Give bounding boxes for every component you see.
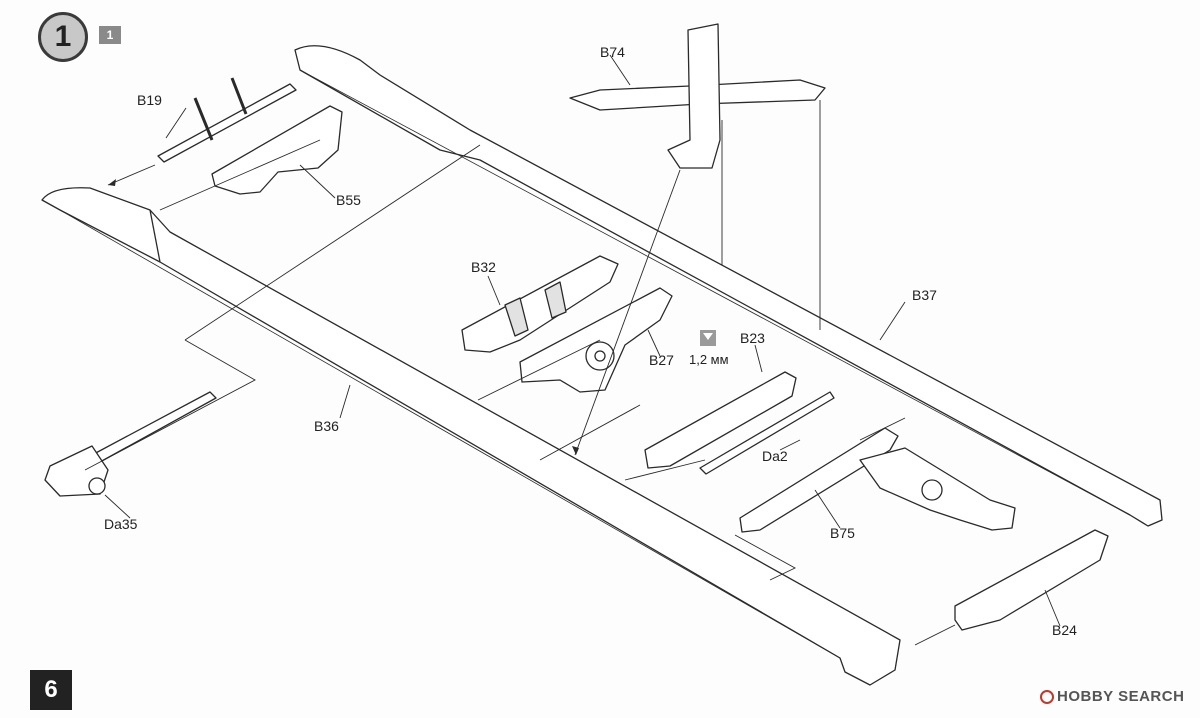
part-label-da2: Da2 bbox=[762, 448, 788, 464]
watermark-text: HOBBY SEARCH bbox=[1057, 688, 1185, 705]
watermark-logo-icon bbox=[1040, 690, 1054, 704]
part-label-b23: B23 bbox=[740, 330, 765, 346]
part-label-b19: B19 bbox=[137, 92, 162, 108]
crossmember-b74-stem bbox=[667, 23, 721, 169]
rail-b24 bbox=[954, 529, 1109, 631]
part-label-b55: B55 bbox=[336, 192, 361, 208]
part-label-b32: B32 bbox=[471, 259, 496, 275]
part-label-b24: B24 bbox=[1052, 622, 1077, 638]
drill-size-note: 1,2 мм bbox=[689, 352, 729, 367]
rail-b23 bbox=[644, 371, 797, 469]
chassis-rail-right bbox=[294, 45, 1163, 527]
watermark: HOBBY SEARCH bbox=[1040, 688, 1184, 705]
part-label-da35: Da35 bbox=[104, 516, 138, 532]
part-label-b75: B75 bbox=[830, 525, 855, 541]
axle-da35 bbox=[91, 391, 217, 463]
rod-b19 bbox=[157, 83, 297, 163]
step-number-badge: 1 bbox=[38, 12, 88, 62]
bracket-b55 bbox=[211, 105, 343, 195]
chassis-rail-left bbox=[41, 187, 901, 686]
plate-b27 bbox=[519, 287, 673, 393]
rod-da2 bbox=[699, 391, 835, 475]
page-number: 6 bbox=[30, 670, 72, 710]
sub-step-badge: 1 bbox=[99, 26, 121, 44]
part-label-b37: B37 bbox=[912, 287, 937, 303]
part-label-b27: B27 bbox=[649, 352, 674, 368]
part-label-b36: B36 bbox=[314, 418, 339, 434]
part-label-b74: B74 bbox=[600, 44, 625, 60]
